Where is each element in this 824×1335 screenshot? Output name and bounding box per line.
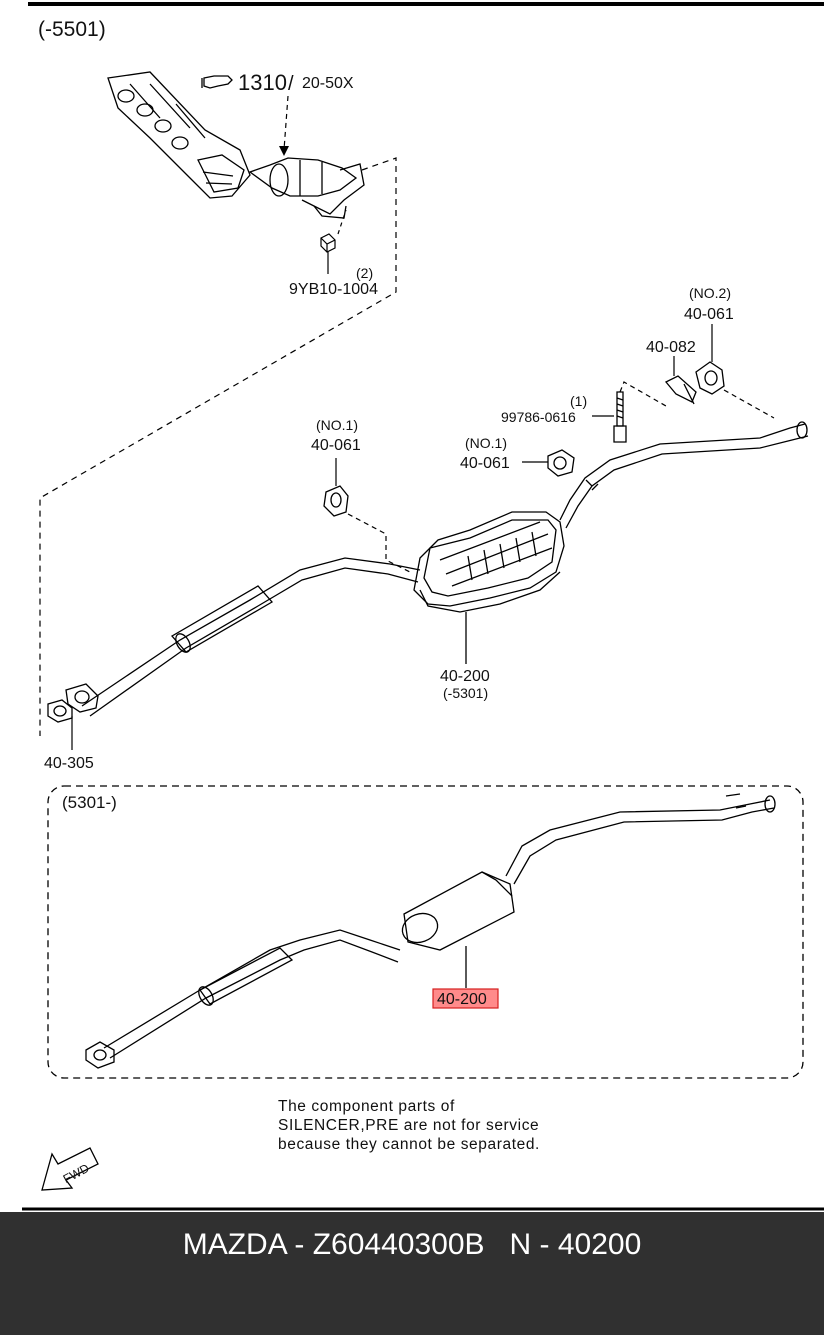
footer-caption: MAZDA - Z60440300B N - 40200 — [182, 1228, 642, 1261]
reference-arrowhead — [279, 146, 289, 156]
hanger-no1-left-tag: (NO.1) — [316, 417, 358, 433]
nut-icon — [320, 233, 336, 253]
nut-quantity: (2) — [356, 265, 373, 281]
reference-separator: / — [288, 73, 294, 95]
lower-section-label: (5301-) — [62, 793, 117, 812]
hanger-no1-left-dash — [347, 513, 411, 573]
fwd-label: FWD — [61, 1161, 92, 1186]
lower-group-boundary — [47, 785, 804, 1079]
bracket-icon — [664, 375, 697, 405]
hanger-no2-tag: (NO.2) — [689, 285, 731, 301]
rear-hanger-dash — [619, 381, 775, 419]
reference-hand-icon — [201, 75, 233, 89]
upper-section-label: (-5501) — [38, 18, 106, 41]
highlight-box — [432, 988, 499, 1009]
footer-bar: MAZDA - Z60440300B N - 40200 — [0, 1212, 824, 1335]
bolt-icon — [613, 391, 627, 443]
reference-part-number: 1310 — [238, 70, 287, 95]
note-line-3: because they cannot be separated. — [278, 1136, 540, 1153]
exhaust-manifold — [107, 71, 251, 199]
upper-group-boundary — [39, 157, 397, 736]
note-line-2: SILENCER,PRE are not for service — [278, 1117, 539, 1134]
hanger-no2-icon — [695, 361, 725, 395]
upper-silencer-range: (-5301) — [443, 685, 488, 701]
upper-exhaust-pipe — [81, 421, 809, 717]
bracket-code: 40-082 — [646, 339, 696, 356]
gasket-code: 40-305 — [44, 755, 94, 772]
hanger-no1-mid-icon — [547, 449, 575, 477]
catalytic-converter — [248, 157, 365, 219]
hanger-no1-mid-code: 40-061 — [460, 455, 510, 472]
exhaust-parts-diagram: (-5501) 1310 / 20-50X (2) 9YB10-1004 — [22, 2, 824, 1211]
bolt-quantity: (1) — [570, 393, 587, 409]
hanger-no1-left-icon — [323, 485, 349, 517]
reference-leader — [283, 95, 289, 151]
upper-silencer-code: 40-200 — [440, 668, 490, 685]
bolt-code: 99786-0616 — [501, 409, 576, 425]
lower-silencer-code: 40-200 — [437, 991, 487, 1008]
nut-part-code: 9YB10-1004 — [289, 281, 378, 298]
upper-silencer — [413, 511, 565, 613]
hanger-no1-mid-tag: (NO.1) — [465, 435, 507, 451]
lower-silencer — [401, 871, 515, 951]
hanger-no1-left-code: 40-061 — [311, 437, 361, 454]
lower-flange-icon — [85, 1041, 115, 1069]
fwd-arrow-icon — [41, 1147, 99, 1191]
reference-sub-number: 20-50X — [302, 75, 354, 92]
lower-exhaust-pipe — [103, 793, 776, 1059]
hanger-no2-code: 40-061 — [684, 306, 734, 323]
note-line-1: The component parts of — [278, 1098, 455, 1115]
